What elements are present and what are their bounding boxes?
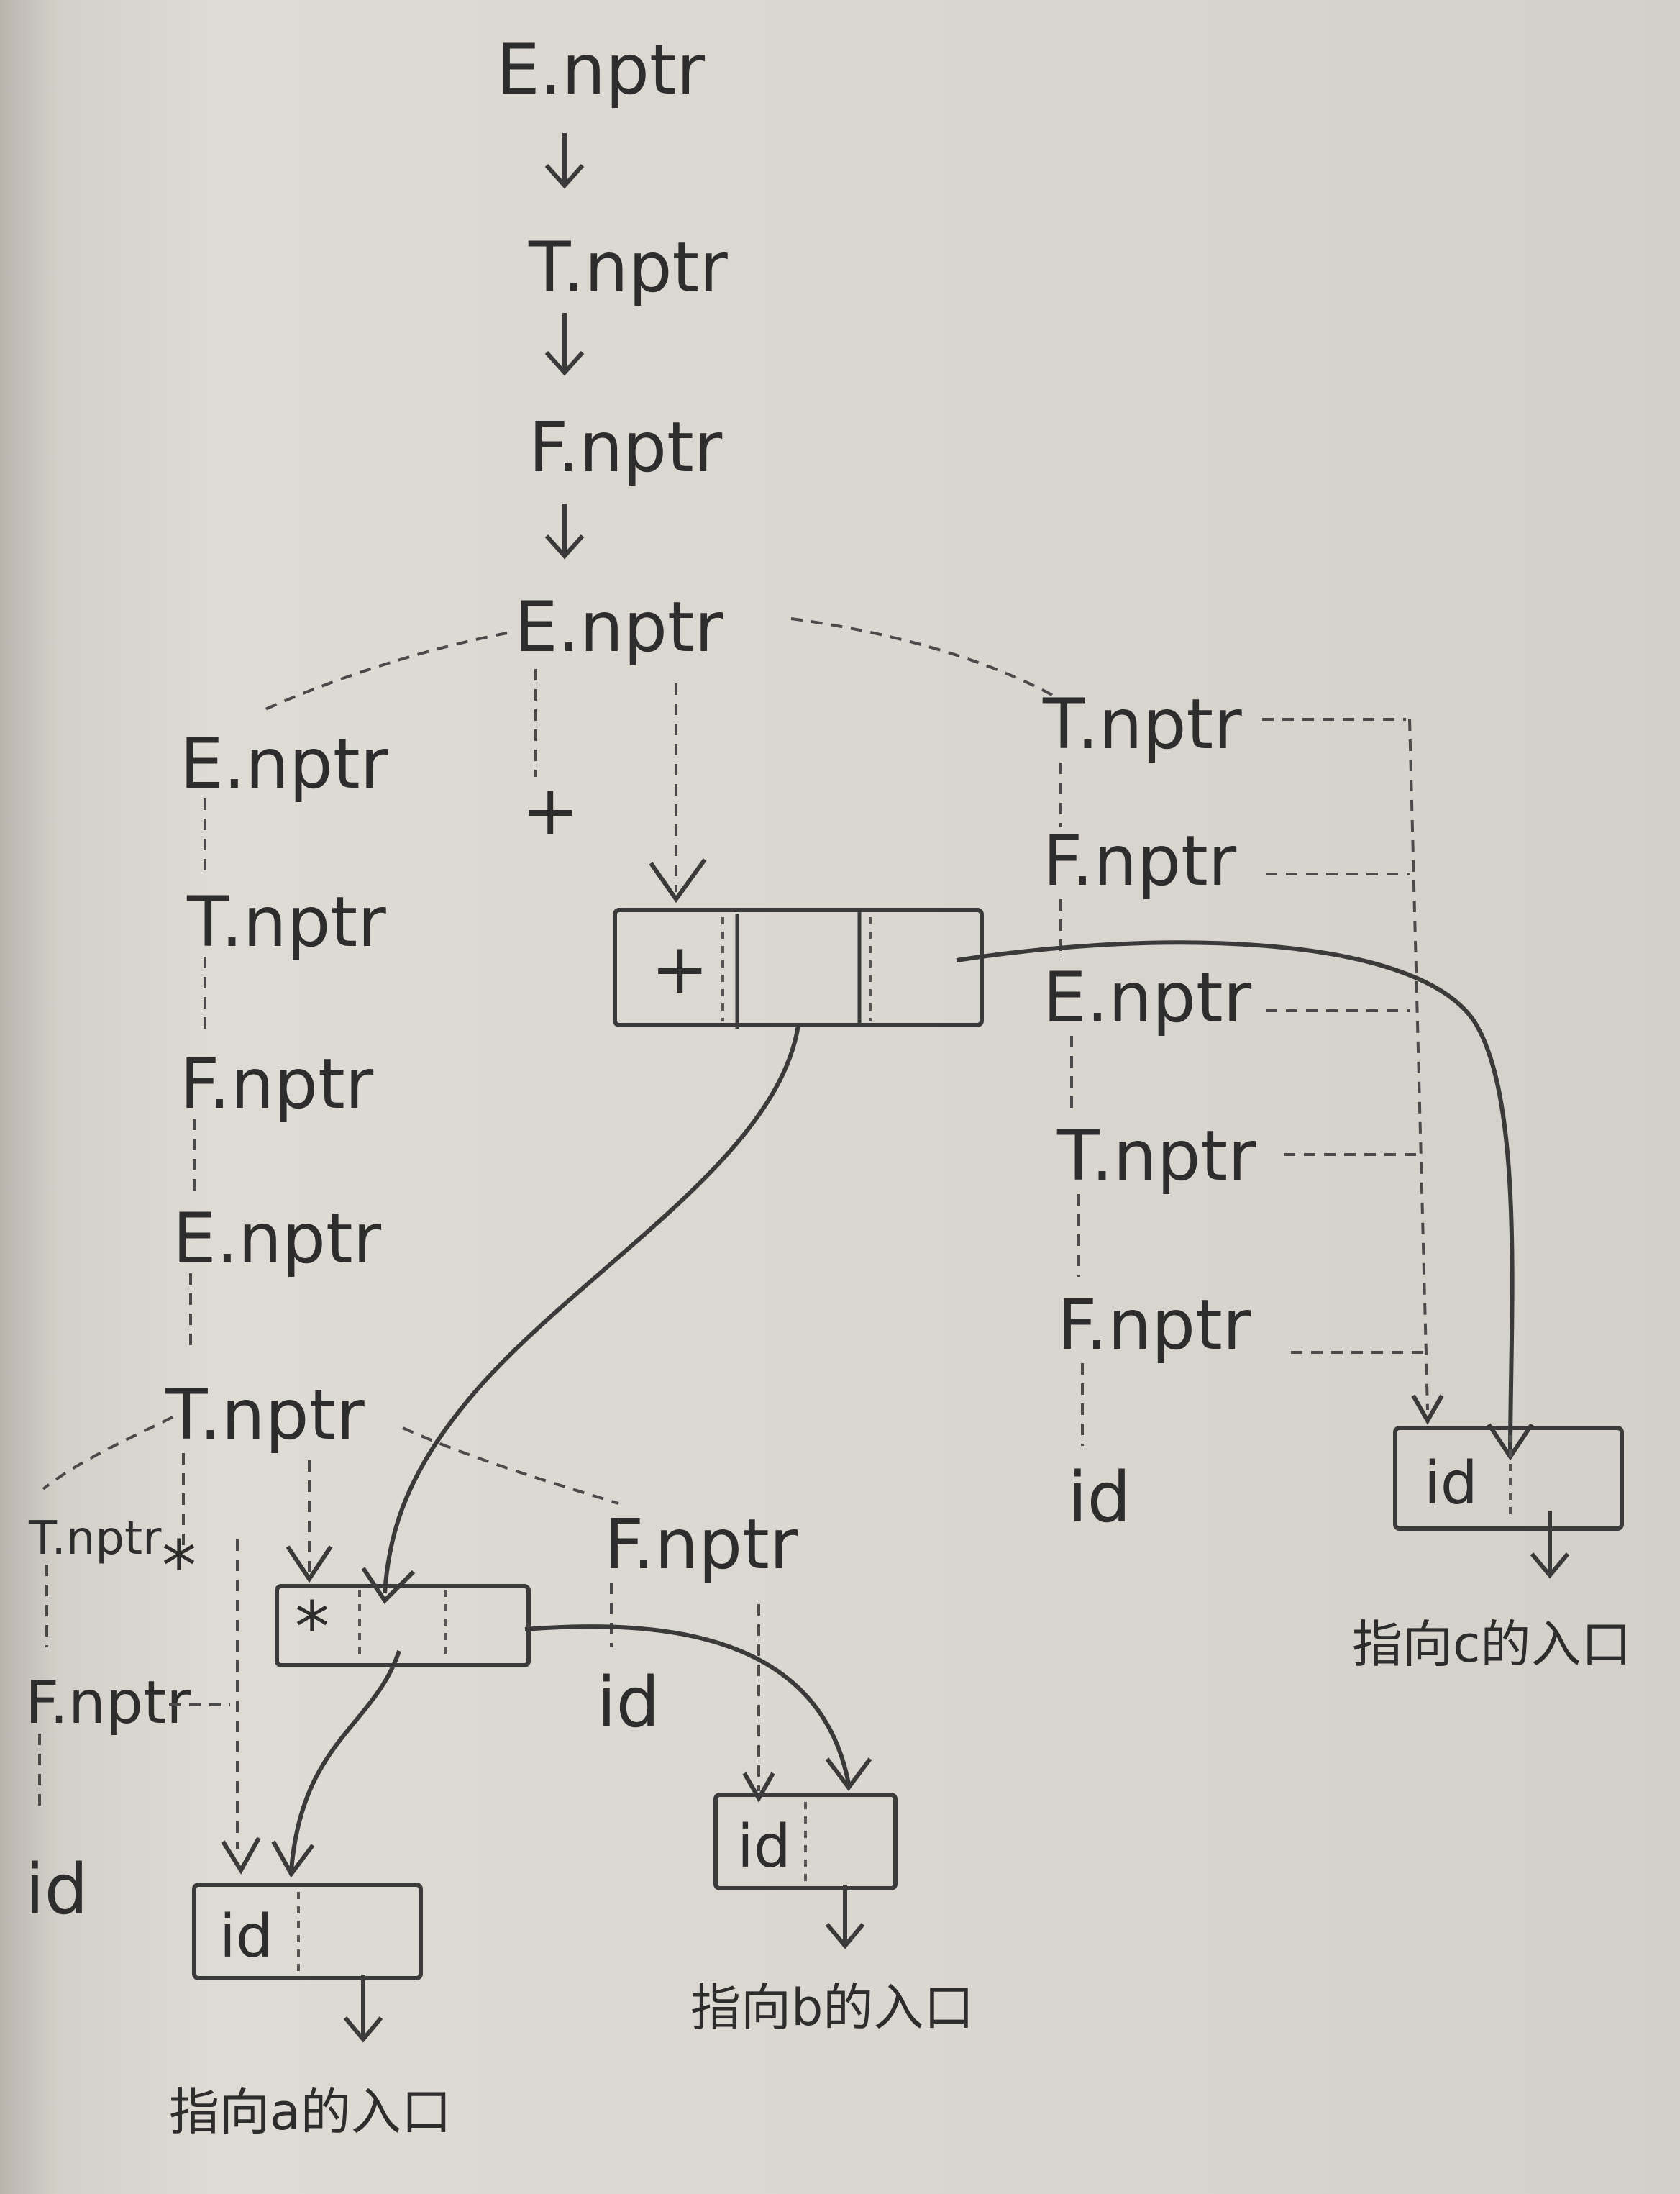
right-e-label: E.nptr	[1043, 957, 1252, 1038]
left-t2-to-t3	[42, 1416, 173, 1490]
caption-b: 指向b的入口	[690, 1978, 974, 2037]
arrowhead-plus-to-star	[361, 1567, 416, 1604]
curve-star-to-leaf-a	[289, 1650, 401, 1871]
left-e2-label: E.nptr	[173, 1198, 382, 1279]
root-e1-label: E.nptr	[496, 29, 706, 110]
arrowhead-e2-plus-node	[649, 858, 707, 903]
right-t2-label: T.nptr	[1056, 1116, 1256, 1196]
plus-node-op: +	[651, 929, 708, 1009]
mid-f-label: F.nptr	[604, 1504, 798, 1585]
curve-plus-to-leaf-c	[956, 940, 1515, 1454]
left-f2-label: F.nptr	[25, 1669, 191, 1737]
arrowhead-leaf-a-dashed	[221, 1836, 261, 1875]
right-id-label: id	[1068, 1457, 1131, 1538]
leaf-c: id 指向c的入口	[1352, 1426, 1632, 1674]
branch-e2-to-right-t	[790, 617, 1058, 699]
arrowhead-leaf-b-dashed	[742, 1772, 775, 1803]
root-e2-label: E.nptr	[514, 587, 723, 668]
star-sign-label: *	[162, 1526, 196, 1606]
left-t1-label: T.nptr	[186, 882, 386, 962]
left-t2-to-f	[402, 1426, 619, 1505]
left-t3-label: T.nptr	[28, 1512, 162, 1565]
right-f1-label: F.nptr	[1043, 821, 1237, 901]
root-t1-label: T.nptr	[528, 227, 728, 308]
leaf-a-arrowhead	[343, 2016, 383, 2043]
right-chain: T.nptr F.nptr E.nptr T.nptr F.nptr id	[1042, 684, 1444, 1538]
star-node: *	[275, 1584, 531, 1667]
arrowhead-star-to-leaf-a	[271, 1840, 315, 1878]
leaf-a: id 指向a的入口	[169, 1883, 452, 2141]
caption-c: 指向c的入口	[1352, 1615, 1632, 1674]
root-f1-label: F.nptr	[529, 407, 723, 488]
caption-a: 指向a的入口	[169, 2083, 452, 2141]
middle-chain: F.nptr id	[597, 1504, 798, 1803]
leaf-b-arrowhead	[825, 1923, 865, 1949]
solid-pointers	[271, 940, 1534, 1878]
lower-left-chain: T.nptr * F.nptr id	[25, 1512, 261, 1930]
leaf-b-text: id	[737, 1813, 791, 1881]
e2-branches	[258, 617, 1058, 903]
leaf-b-box	[713, 1793, 898, 1890]
top-chain-arrows	[544, 133, 585, 560]
branch-e2-to-left-e	[258, 632, 508, 714]
leaf-c-text: id	[1424, 1449, 1478, 1518]
left-t2-label: T.nptr	[165, 1375, 365, 1455]
arrowhead-e-to-t	[544, 164, 585, 189]
arrowhead-t2-star-node	[286, 1545, 333, 1583]
curve-star-to-leaf-b	[524, 1624, 851, 1785]
leaf-a-text: id	[219, 1903, 273, 1971]
leaf-b: id 指向b的入口	[690, 1793, 974, 2037]
right-t1-label: T.nptr	[1042, 684, 1242, 765]
left-f1-label: F.nptr	[180, 1044, 374, 1124]
leaf-a-box	[192, 1883, 423, 1980]
arrowhead-leaf-c-dashed	[1411, 1394, 1444, 1426]
arrowhead-star-to-leaf-b	[825, 1757, 872, 1791]
right-dash-collector	[1408, 719, 1429, 1411]
right-f2-label: F.nptr	[1057, 1285, 1251, 1365]
curve-plus-to-star	[383, 1024, 800, 1594]
left-e-label: E.nptr	[180, 724, 389, 804]
left-chain: E.nptr T.nptr F.nptr E.nptr T.nptr	[42, 724, 619, 1583]
leaf-c-arrowhead	[1530, 1552, 1570, 1579]
mid-id-label: id	[597, 1662, 660, 1743]
left-id-label: id	[25, 1849, 88, 1930]
plus-node: +	[613, 908, 984, 1029]
arrowhead-f-to-e	[544, 534, 585, 560]
plus-sign-label: +	[521, 770, 579, 851]
arrowhead-t-to-f	[544, 351, 585, 376]
star-node-box	[275, 1584, 531, 1667]
leaf-c-box	[1393, 1426, 1624, 1531]
star-node-op: *	[295, 1587, 329, 1667]
